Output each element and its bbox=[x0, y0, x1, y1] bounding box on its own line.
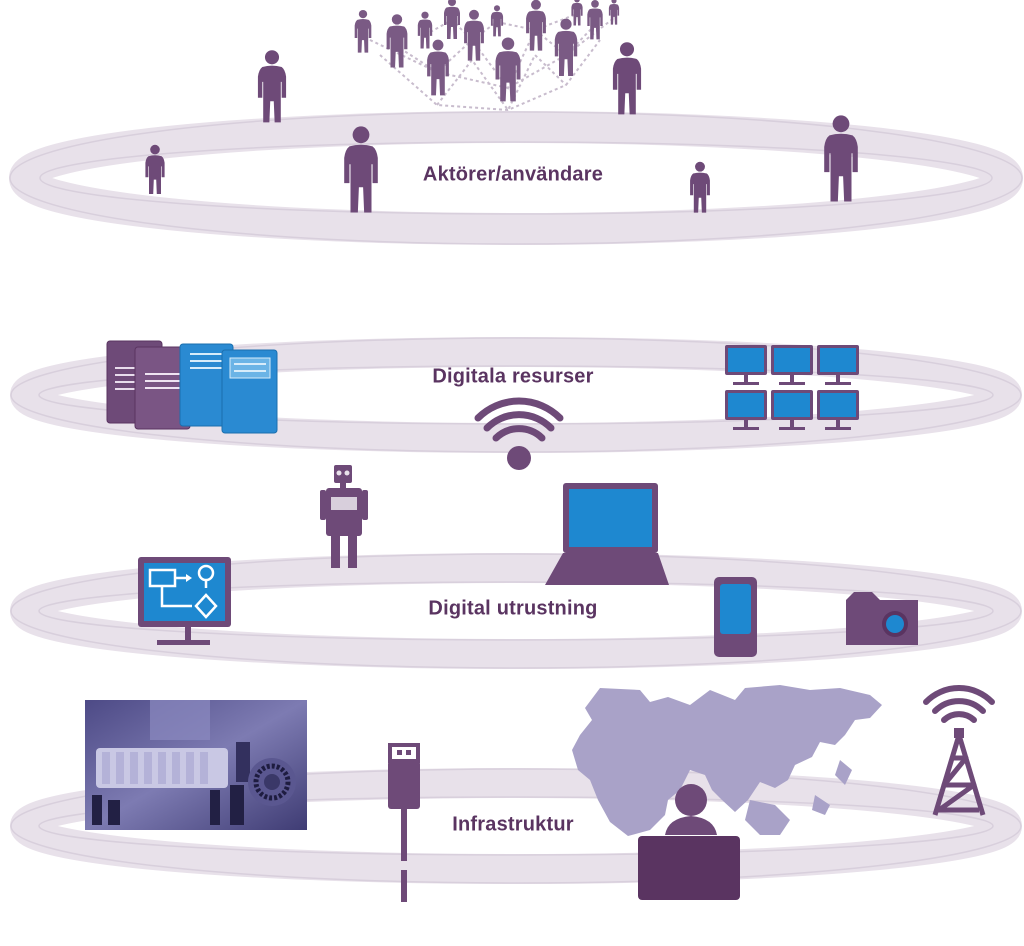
layer-ring-actors bbox=[9, 111, 1023, 245]
person-icon bbox=[257, 50, 287, 123]
document-stack-icon bbox=[106, 340, 278, 434]
flowchart-monitor-icon bbox=[138, 557, 231, 645]
server-grid-icon bbox=[725, 345, 859, 430]
person-icon bbox=[612, 42, 642, 115]
layer-ring-equipment bbox=[10, 553, 1022, 669]
monitor-icon bbox=[771, 390, 813, 430]
monitor-icon bbox=[817, 390, 859, 430]
monitor-icon bbox=[771, 345, 813, 385]
computer-user-icon bbox=[638, 784, 740, 900]
laptop-icon bbox=[545, 483, 669, 585]
layer-ring-infrastructure bbox=[10, 768, 1022, 884]
monitor-icon bbox=[725, 390, 767, 430]
monitor-icon bbox=[725, 345, 767, 385]
camera-icon bbox=[846, 592, 918, 645]
smartphone-icon bbox=[714, 577, 757, 657]
person-icon bbox=[690, 161, 710, 213]
circuit-board-photo bbox=[85, 700, 307, 830]
monitor-icon bbox=[817, 345, 859, 385]
crowd-network-icon bbox=[354, 0, 620, 112]
wifi-icon bbox=[474, 397, 564, 470]
layer-label-resources: Digitala resurser bbox=[432, 365, 593, 387]
layer-label-infrastructure: Infrastruktur bbox=[452, 813, 574, 835]
world-map-icon bbox=[572, 685, 882, 836]
usb-cable-icon bbox=[388, 743, 420, 902]
radio-tower-icon bbox=[923, 685, 995, 816]
layer-label-actors: Aktörer/användare bbox=[423, 163, 603, 185]
robot-icon bbox=[320, 465, 368, 568]
layer-label-equipment: Digital utrustning bbox=[428, 597, 597, 619]
